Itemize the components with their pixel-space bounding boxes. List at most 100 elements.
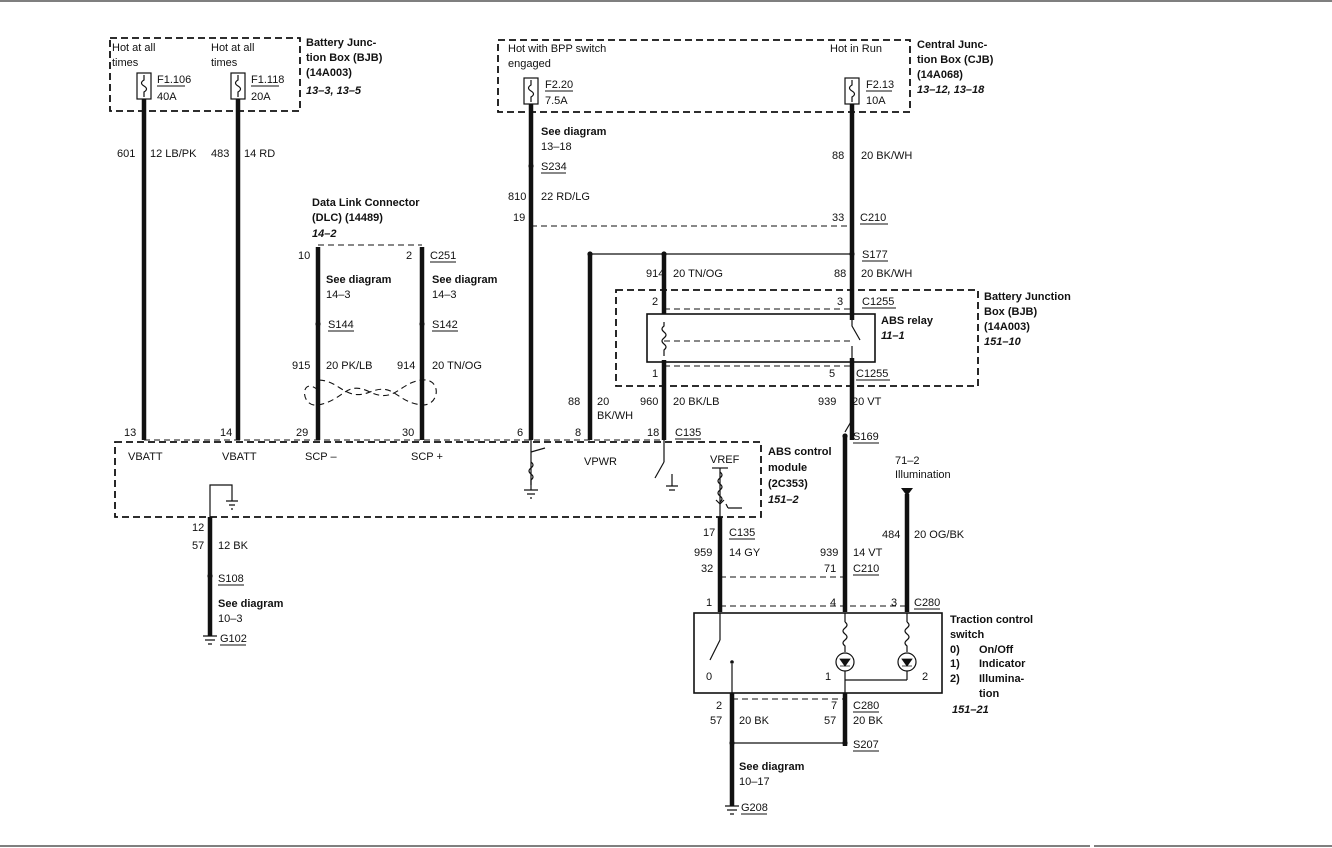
svg-text:Indicator: Indicator [979, 658, 1026, 670]
fuse-f2-20: F2.20 7.5A [523, 77, 573, 107]
c1255-bot-pin-l: 1 [652, 368, 658, 380]
svg-text:Hot at all: Hot at all [211, 42, 254, 54]
wire-57-s207-circuit: 57 [824, 715, 836, 727]
module-pin-13: 13 [124, 427, 136, 439]
see-diagram-s142-ref: 14–3 [432, 289, 456, 301]
module-pin-29: 29 [296, 427, 308, 439]
svg-text:151–2: 151–2 [768, 494, 799, 506]
c210-bot-pin-r: 71 [824, 563, 836, 575]
see-diagram-s234-ref: 13–18 [541, 141, 572, 153]
c1255-bot-pin-r: 5 [829, 368, 835, 380]
svg-text:(14A003): (14A003) [306, 67, 352, 79]
svg-text:tion: tion [979, 688, 999, 700]
wire-88-s177-circuit: 88 [834, 268, 846, 280]
junction-dot-s207-right [842, 740, 848, 746]
cjb-box: Hot with BPP switch engaged Hot in Run C… [497, 39, 994, 113]
wire-88-s177-spec: 20 BK/WH [861, 268, 912, 280]
wire-57-circuit: 57 [192, 540, 204, 552]
svg-text:13–3, 13–5: 13–3, 13–5 [306, 85, 362, 97]
wire-914-spec: 20 TN/OG [432, 360, 482, 372]
illumination-arrow-icon [901, 488, 913, 496]
wire-88-spec: 20 BK/WH [861, 150, 912, 162]
c280-top-pin-3: 3 [891, 597, 897, 609]
c251-pin-r: 2 [406, 250, 412, 262]
svg-text:2: 2 [922, 671, 928, 683]
c210-top-pin-l: 19 [513, 212, 525, 224]
wire-939-lower-spec: 14 VT [853, 547, 883, 559]
wire-57-g208-circuit: 57 [710, 715, 722, 727]
svg-text:Hot in Run: Hot in Run [830, 43, 882, 55]
wire-959-spec: 14 GY [729, 547, 761, 559]
svg-text:151–21: 151–21 [952, 704, 989, 716]
splice-s234-dot [528, 163, 534, 169]
connector-c135-top: C135 [675, 427, 701, 439]
junction-dot-s207-left [729, 740, 735, 746]
c135-bot-pin: 17 [703, 527, 715, 539]
wire-960-spec: 20 BK/LB [673, 396, 719, 408]
pin-vpwr: VPWR [584, 456, 617, 468]
wire-88-vpwr-circuit: 88 [568, 396, 580, 408]
splice-s108: S108 [218, 573, 244, 585]
svg-text:(14A003): (14A003) [984, 321, 1030, 333]
svg-text:F2.20: F2.20 [545, 79, 573, 91]
connector-c280-bottom: C280 [853, 700, 879, 712]
wire-88-circuit: 88 [832, 150, 844, 162]
svg-text:switch: switch [950, 629, 985, 641]
svg-text:1): 1) [950, 658, 960, 670]
wire-88-vpwr-spec: 20 [597, 396, 609, 408]
svg-text:F2.13: F2.13 [866, 79, 894, 91]
connector-c135-bottom: C135 [729, 527, 755, 539]
abs-relay: ABS relay 11–1 [646, 313, 934, 363]
wire-483-spec: 14 RD [244, 148, 275, 160]
svg-text:(2C353): (2C353) [768, 478, 808, 490]
dlc-label: Data Link Connector (DLC) (14489) 14–2 [312, 197, 420, 240]
svg-text:Hot with BPP switch: Hot with BPP switch [508, 43, 606, 55]
connector-c210-top: C210 [860, 212, 886, 224]
c1255-top-pin-l: 2 [652, 296, 658, 308]
wire-483-circuit: 483 [211, 148, 229, 160]
ground-g102-icon [203, 635, 217, 645]
pin-vbatt-2: VBATT [222, 451, 257, 463]
svg-text:times: times [112, 57, 139, 69]
wire-960-circuit: 960 [640, 396, 658, 408]
see-diagram-s144-ref: 14–3 [326, 289, 350, 301]
svg-text:1: 1 [825, 671, 831, 683]
wire-88-relay-spec: 20 TN/OG [673, 268, 723, 280]
ground-g208: G208 [741, 802, 768, 814]
svg-text:(DLC) (14489): (DLC) (14489) [312, 212, 383, 224]
wire-484-circuit: 484 [882, 529, 900, 541]
c210-top-pin-r: 33 [832, 212, 844, 224]
svg-text:11–1: 11–1 [881, 330, 905, 342]
svg-text:20A: 20A [251, 91, 271, 103]
svg-text:Battery Junc-: Battery Junc- [306, 37, 377, 49]
traction-control-switch: Traction control switch 0) On/Off 1) Ind… [693, 612, 1033, 716]
wire-915-spec: 20 PK/LB [326, 360, 372, 372]
module-pin-6: 6 [517, 427, 523, 439]
svg-text:Hot at all: Hot at all [112, 42, 155, 54]
svg-text:2): 2) [950, 673, 960, 685]
c280-bot-pin-r: 7 [831, 700, 837, 712]
see-diagram-s142-label: See diagram [432, 274, 498, 286]
wire-915-circuit: 915 [292, 360, 310, 372]
svg-text:10A: 10A [866, 95, 886, 107]
svg-text:Data Link Connector: Data Link Connector [312, 197, 420, 209]
c1255-top-pin-r: 3 [837, 296, 843, 308]
connector-c210-bottom: C210 [853, 563, 879, 575]
wire-939-circuit: 939 [818, 396, 836, 408]
c280-top-pin-1: 1 [706, 597, 712, 609]
see-diagram-g102-label: See diagram [218, 598, 284, 610]
illumination-label: Illumination [895, 469, 951, 481]
c280-bot-pin-l: 2 [716, 700, 722, 712]
svg-text:F1.106: F1.106 [157, 74, 191, 86]
wire-939-spec: 20 VT [852, 396, 882, 408]
fuse-f1-106: F1.106 40A [136, 72, 191, 103]
wire-57-g208-spec: 20 BK [739, 715, 770, 727]
see-diagram-g208-label: See diagram [739, 761, 805, 773]
c210-bot-pin-l: 32 [701, 563, 713, 575]
splice-s142-dot [419, 321, 425, 327]
wire-601-circuit: 601 [117, 148, 135, 160]
connector-c280-top: C280 [914, 597, 940, 609]
pin-scp-minus: SCP – [305, 451, 337, 463]
ground-g208-icon [725, 805, 739, 815]
